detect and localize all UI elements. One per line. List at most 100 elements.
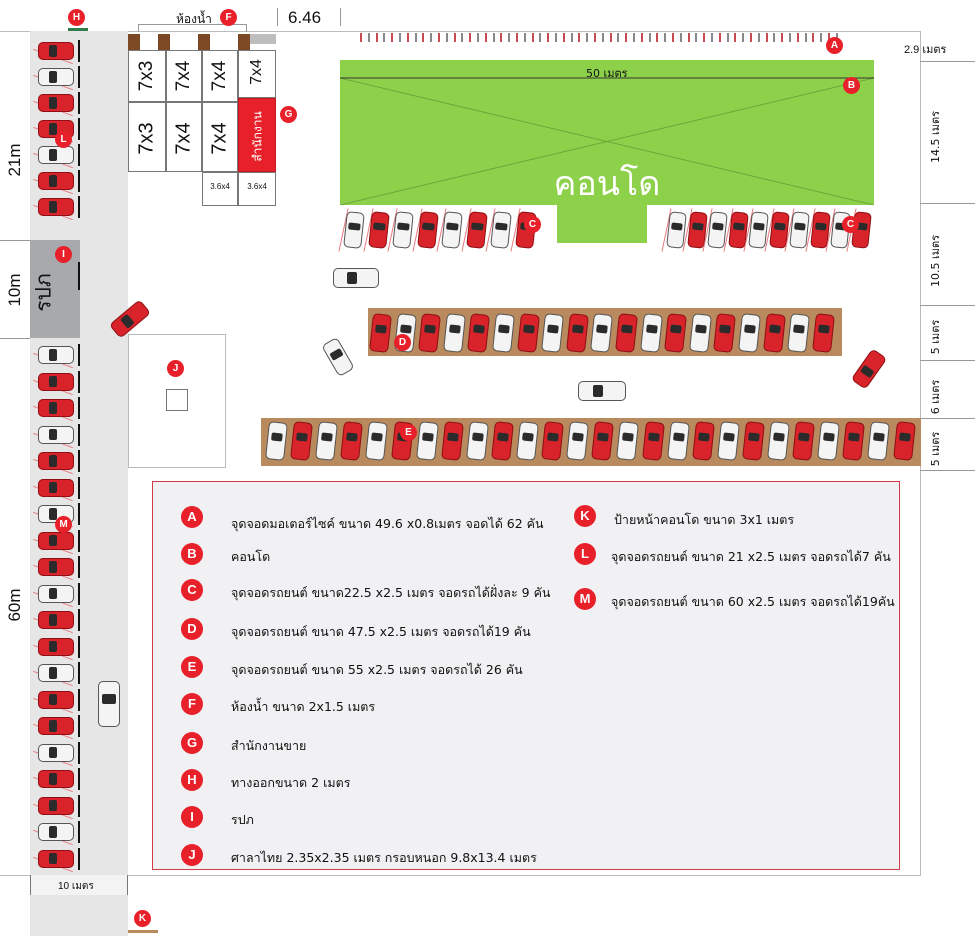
thai-sala (166, 389, 188, 411)
legend-marker-a: A (181, 506, 203, 528)
road-width-label: 10 เมตร (58, 881, 94, 892)
motorcycle-slot (531, 33, 534, 42)
parking-stop-bar (78, 450, 80, 472)
right-dim-tick-2 (920, 203, 975, 204)
parking-stop-bar (78, 144, 80, 166)
parked-car (38, 849, 74, 868)
parked-car (490, 421, 514, 461)
motorcycle-slot (765, 33, 768, 42)
parked-car (38, 198, 74, 216)
legend-text-l: จุดจอดรถยนต์ ขนาด 21 x2.5 เมตร จอดรถได้7… (611, 549, 891, 564)
motorcycle-slot (477, 33, 479, 42)
parked-car (38, 796, 74, 815)
motorcycle-slot (484, 33, 487, 42)
parking-stop-bar (78, 40, 80, 62)
motorcycle-slot (492, 33, 495, 42)
bathroom-label: ห้องน้ำ (176, 12, 212, 26)
room-bottom-1-label: 7x3 (135, 122, 158, 155)
room-top-3: 7x4 (202, 50, 238, 102)
legend-marker-f: F (181, 693, 203, 715)
room-bottom-1: 7x3 (128, 102, 166, 172)
parked-car (265, 421, 288, 461)
marker-d: D (394, 334, 411, 351)
marker-i: I (55, 246, 72, 263)
condo-cross-lines (340, 77, 874, 205)
marker-h: H (68, 9, 85, 26)
motorcycle-slot (648, 33, 651, 42)
room-top-4-label: 7x4 (248, 59, 265, 85)
parked-car (38, 611, 74, 629)
parking-stop-bar (78, 423, 80, 446)
legend-text-a: จุดจอดมอเตอร์ไซค์ ขนาด 49.6 x0.8เมตร จอด… (231, 516, 544, 531)
moving-car (850, 348, 888, 390)
parking-stop-bar (78, 118, 80, 140)
right-dim-label-1: 2.9 เมตร (904, 44, 947, 56)
guard-gate (78, 262, 80, 290)
motorcycle-slot (500, 33, 503, 42)
parked-car (415, 421, 439, 461)
marker-m: M (55, 516, 72, 533)
parked-car (688, 313, 712, 353)
parking-stop-bar (78, 741, 80, 764)
moving-car (333, 268, 379, 288)
small-room-1-label: 3.6x4 (210, 182, 230, 191)
right-dim-label-2: 14.5 เมตร (929, 110, 942, 164)
parking-stop-bar (78, 768, 80, 790)
motorcycle-slot (679, 33, 682, 42)
parking-stop-bar (78, 196, 80, 218)
legend-text-g: สำนักงานขาย (231, 738, 307, 753)
parked-car (38, 172, 74, 190)
small-room-1: 3.6x4 (202, 172, 238, 206)
room-top-1: 7x3 (128, 50, 166, 102)
motorcycle-slot (445, 33, 448, 42)
legend-text-k: ป้ายหน้าคอนโด ขนาด 3x1 เมตร (614, 512, 795, 527)
moving-car (98, 681, 120, 727)
legend-text-i: รปภ (231, 812, 254, 827)
sales-office: สำนักงาน (238, 98, 276, 172)
parking-stop-bar (78, 66, 80, 88)
parking-stop-bar (78, 847, 80, 870)
parked-car (767, 421, 790, 461)
guard-house-label: รปภ (31, 273, 56, 312)
parking-stop-bar (78, 170, 80, 192)
motorcycle-slot (781, 33, 784, 42)
motorcycle-slot (414, 33, 417, 42)
parked-car (490, 211, 512, 249)
condo-building: 50 เมตร คอนโด (340, 60, 874, 205)
marker-j: J (167, 360, 184, 377)
motorcycle-slot (812, 33, 815, 42)
parked-car (615, 313, 638, 353)
parked-car (440, 421, 464, 461)
thai-sala-frame (128, 334, 226, 468)
legend-marker-j: J (181, 844, 203, 866)
parked-car (892, 421, 916, 461)
parking-stop-bar (78, 582, 80, 605)
boundary-top (0, 31, 920, 32)
parked-car (343, 211, 365, 249)
legend-marker-k: K (574, 505, 596, 527)
motorcycle-slot (406, 33, 409, 42)
road-width-bar (30, 875, 128, 895)
motorcycle-slot (469, 33, 472, 42)
left-dim-10m: 10m (5, 273, 24, 307)
motorcycle-slot (430, 33, 433, 42)
parked-car (38, 452, 74, 470)
parked-car (369, 313, 392, 353)
motorcycle-slot (617, 33, 620, 42)
marker-e: E (400, 424, 417, 441)
legend-text-m: จุดจอดรถยนต์ ขนาด 60 x2.5 เมตร จอดรถได้1… (611, 594, 895, 609)
parked-car (38, 94, 74, 112)
motorcycle-slot (438, 33, 440, 42)
parked-car (442, 313, 466, 353)
moving-car (578, 381, 626, 401)
room-top-4: 7x4 (238, 50, 276, 98)
moving-car (321, 336, 355, 378)
motorcycle-slot (367, 33, 370, 42)
legend-marker-b: B (181, 543, 203, 565)
motorcycle-slot (399, 33, 401, 42)
parked-car (38, 770, 74, 788)
condo-entrance (557, 205, 647, 243)
bathroom-block-2 (158, 34, 170, 50)
parked-car (38, 743, 74, 762)
marker-b: B (843, 77, 860, 94)
